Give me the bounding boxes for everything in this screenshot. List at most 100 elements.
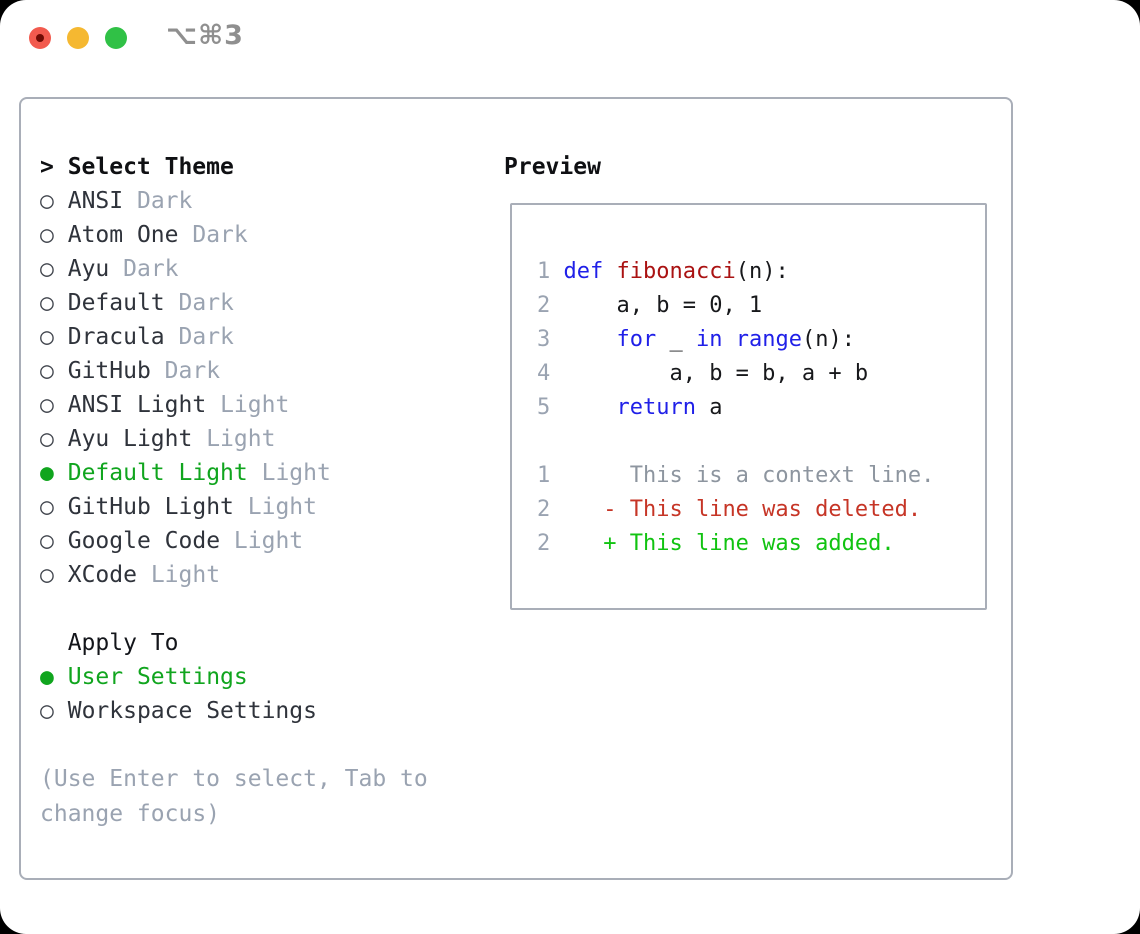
diff-text: This is a context line. [603, 463, 935, 488]
line-number: 2 [537, 531, 551, 556]
radio-unselected-icon: ○ [40, 358, 54, 384]
zoom-button[interactable] [105, 27, 127, 49]
apply-to-option[interactable]: ○ Workspace Settings [40, 694, 485, 728]
diff-line-context: 1 This is a context line. [537, 459, 985, 493]
radio-unselected-icon: ○ [40, 324, 54, 350]
theme-option[interactable]: ○ Google Code Light [40, 524, 485, 558]
spacer [40, 728, 485, 762]
code-line: 5 return a [537, 391, 985, 425]
theme-variant: Light [247, 494, 317, 520]
code-token-keyword: range [735, 327, 802, 352]
theme-variant: Light [220, 392, 290, 418]
diff-text: - This line was deleted. [603, 497, 922, 522]
theme-name: Ayu [67, 256, 110, 282]
radio-selected-icon: ● [40, 664, 54, 690]
cursor-indicator: > [40, 154, 54, 180]
radio-unselected-icon: ○ [40, 426, 54, 452]
preview-panel: Preview 1 def fibonacci(n):2 a, b = 0, 1… [504, 150, 987, 610]
theme-name: GitHub Light [67, 494, 234, 520]
line-number: 4 [537, 361, 551, 386]
code-token-plain [564, 327, 617, 352]
radio-unselected-icon: ○ [40, 698, 54, 724]
diff-text: + This line was added. [603, 531, 895, 556]
code-token-function: fibonacci [616, 259, 736, 284]
theme-variant: Dark [178, 290, 234, 316]
line-number: 2 [537, 497, 551, 522]
theme-option[interactable]: ○ Atom One Dark [40, 218, 485, 252]
help-text: (Use Enter to select, Tab to change focu… [40, 766, 428, 827]
minimize-button[interactable] [67, 27, 89, 49]
code-token-keyword: return [616, 395, 696, 420]
code-token-plain: (n): [735, 259, 789, 284]
theme-variant: Light [233, 528, 304, 554]
radio-unselected-icon: ○ [40, 256, 54, 282]
diff-preview: 1 This is a context line.2 - This line w… [537, 459, 985, 561]
theme-option[interactable]: ○ Default Dark [40, 286, 485, 320]
theme-name: GitHub [67, 358, 151, 384]
close-button[interactable] [29, 27, 51, 49]
radio-unselected-icon: ○ [40, 188, 54, 214]
theme-variant: Dark [178, 324, 234, 350]
spacer [537, 425, 985, 459]
radio-unselected-icon: ○ [40, 494, 54, 520]
theme-option[interactable]: ○ ANSI Dark [40, 184, 485, 218]
code-token-keyword: def [563, 259, 604, 284]
theme-variant: Dark [164, 358, 221, 384]
theme-variant: Dark [192, 222, 248, 248]
code-token-keyword: for [616, 327, 657, 352]
radio-unselected-icon: ○ [40, 528, 54, 554]
close-dot-icon [36, 34, 44, 42]
radio-unselected-icon: ○ [40, 562, 54, 588]
apply-to-list: ● User Settings○ Workspace Settings [40, 660, 485, 728]
code-token-plain: a, b = b, a + b [563, 361, 869, 386]
diff-line-deleted: 2 - This line was deleted. [537, 493, 985, 527]
code-token-plain: (n): [801, 327, 855, 352]
code-token-plain: a [695, 395, 723, 420]
main-panel: >Select Theme ○ ANSI Dark○ Atom One Dark… [19, 97, 1013, 880]
code-line: 1 def fibonacci(n): [537, 255, 985, 289]
theme-name: Default Light [67, 460, 248, 486]
line-number: 1 [537, 259, 551, 284]
theme-name: Default [67, 290, 165, 316]
window-controls [29, 27, 127, 49]
radio-unselected-icon: ○ [40, 222, 54, 248]
apply-to-option[interactable]: ● User Settings [40, 660, 485, 694]
theme-name: ANSI [67, 188, 124, 214]
theme-option[interactable]: ○ ANSI Light Light [40, 388, 485, 422]
apply-to-title: Apply To [67, 630, 179, 656]
radio-unselected-icon: ○ [40, 290, 54, 316]
theme-option[interactable]: ● Default Light Light [40, 456, 485, 490]
code-token-plain: a, b = 0, 1 [563, 293, 763, 318]
theme-option[interactable]: ○ GitHub Dark [40, 354, 485, 388]
apply-to-label: Workspace Settings [67, 698, 317, 724]
theme-menu-title: Select Theme [67, 154, 234, 180]
code-token-plain [722, 327, 735, 352]
theme-menu: >Select Theme ○ ANSI Dark○ Atom One Dark… [40, 150, 485, 832]
theme-name: Dracula [67, 324, 165, 350]
code-token-plain [564, 395, 617, 420]
theme-name: Google Code [67, 528, 221, 554]
theme-variant: Light [261, 460, 331, 486]
code-token-plain [603, 259, 616, 284]
theme-name: XCode [67, 562, 137, 588]
theme-option[interactable]: ○ Dracula Dark [40, 320, 485, 354]
line-number: 2 [537, 293, 551, 318]
theme-option[interactable]: ○ Ayu Dark [40, 252, 485, 286]
code-line: 4 a, b = b, a + b [537, 357, 985, 391]
apply-to-label: User Settings [67, 664, 248, 690]
theme-list: ○ ANSI Dark○ Atom One Dark○ Ayu Dark○ De… [40, 184, 485, 592]
spacer [40, 592, 485, 626]
theme-option[interactable]: ○ GitHub Light Light [40, 490, 485, 524]
preview-title: Preview [504, 154, 601, 180]
code-line: 2 a, b = 0, 1 [537, 289, 985, 323]
theme-option[interactable]: ○ Ayu Light Light [40, 422, 485, 456]
keyboard-shortcut-label: ⌥⌘3 [166, 20, 244, 51]
theme-name: Ayu Light [67, 426, 193, 452]
code-token-plain: _ [656, 327, 696, 352]
theme-option[interactable]: ○ XCode Light [40, 558, 485, 592]
theme-variant: Light [150, 562, 221, 588]
code-token-keyword: in [695, 327, 723, 352]
